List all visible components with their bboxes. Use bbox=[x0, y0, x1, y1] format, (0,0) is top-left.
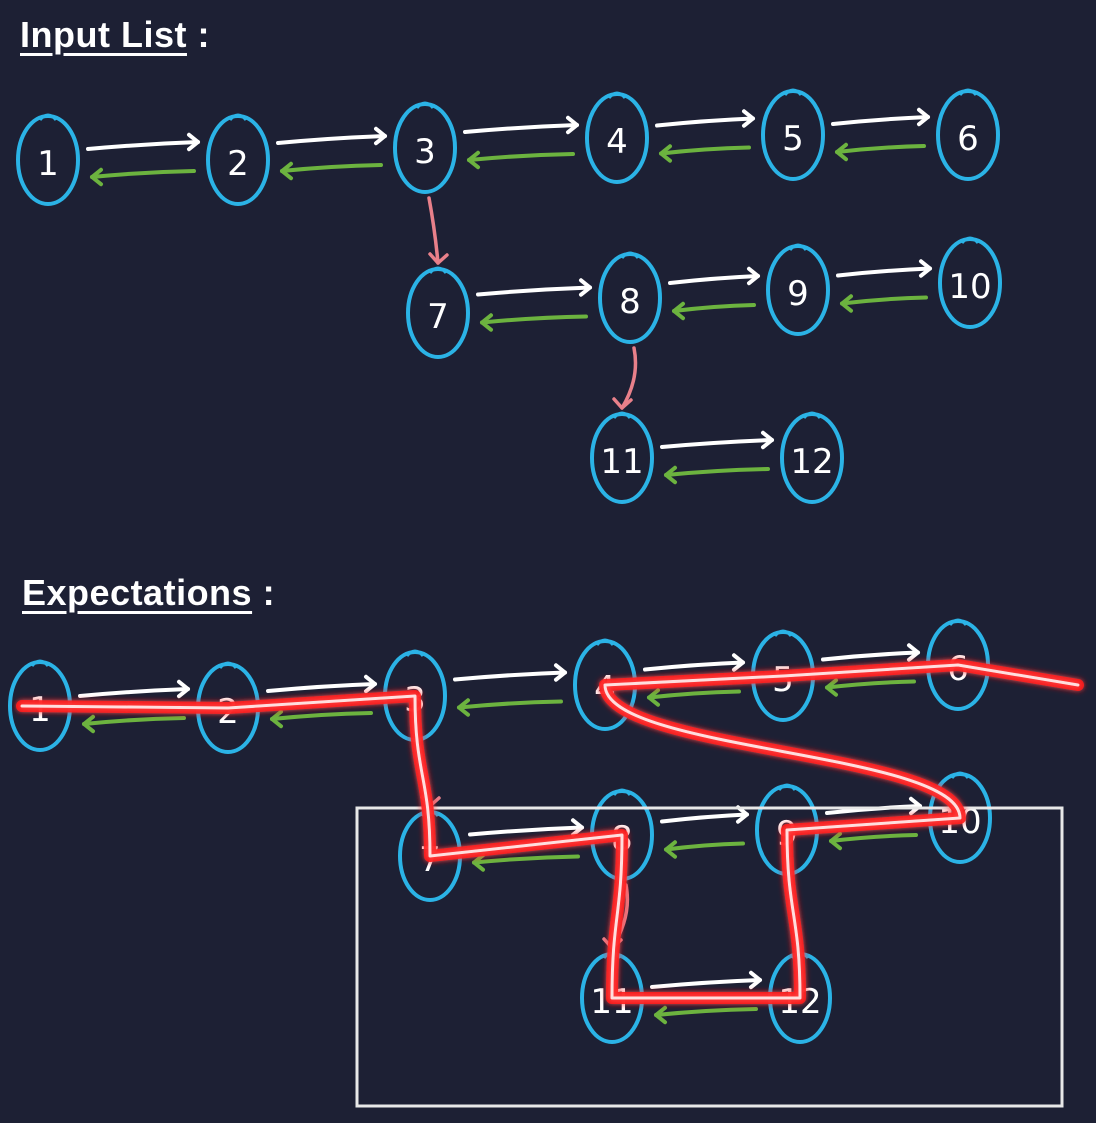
input-next-arrow-4-5 bbox=[655, 116, 755, 128]
expect-next-arrow-7-8 bbox=[468, 825, 584, 837]
input-next-arrow-7-8 bbox=[476, 285, 592, 297]
expect-prev-arrow-10-9 bbox=[829, 833, 918, 843]
expect-next-arrow-3-4 bbox=[453, 670, 567, 682]
expect-prev-arrow-2-1 bbox=[82, 716, 186, 726]
input-link-4-5 bbox=[655, 109, 755, 163]
input-node-7: 7 bbox=[406, 266, 470, 359]
expect-prev-arrow-3-2 bbox=[270, 711, 373, 721]
input-list-title: Input List bbox=[20, 14, 187, 55]
input-node-4: 4 bbox=[585, 91, 649, 184]
input-prev-arrow-2-1 bbox=[90, 169, 196, 179]
input-node-11: 11 bbox=[590, 411, 654, 504]
input-node-3: 3 bbox=[393, 101, 457, 194]
input-next-arrow-9-10 bbox=[836, 266, 932, 278]
expect-prev-arrow-9-8 bbox=[664, 841, 745, 852]
input-child-arrow-3-7 bbox=[427, 196, 449, 265]
input-prev-arrow-4-3 bbox=[467, 152, 575, 162]
expect-next-arrow-2-3 bbox=[266, 682, 377, 693]
input-node-9: 9 bbox=[766, 243, 830, 336]
input-link-11-12 bbox=[660, 430, 774, 485]
input-node-6: 6 bbox=[936, 88, 1000, 181]
expectations-title: Expectations bbox=[22, 572, 253, 613]
flatten-order-path bbox=[16, 659, 1084, 1004]
input-prev-arrow-5-4 bbox=[659, 145, 751, 156]
input-next-arrow-5-6 bbox=[831, 115, 930, 126]
expect-prev-arrow-12-11 bbox=[654, 1007, 758, 1017]
highlight-box-layer bbox=[355, 806, 1064, 1108]
expect-next-arrow-4-5 bbox=[643, 660, 745, 672]
expectations-heading: Expectations : bbox=[22, 572, 275, 614]
input-node-label-10: 10 bbox=[948, 267, 991, 307]
input-prev-arrow-9-8 bbox=[672, 303, 756, 313]
input-next-arrow-3-4 bbox=[463, 123, 579, 134]
input-child-arrow-8-11 bbox=[612, 346, 638, 410]
input-prev-arrow-3-2 bbox=[280, 163, 383, 173]
expect-next-arrow-8-9 bbox=[660, 812, 749, 824]
flatten-path-layer bbox=[16, 659, 1084, 1004]
input-next-arrow-8-9 bbox=[668, 274, 760, 285]
input-link-5-6 bbox=[831, 107, 930, 162]
input-list-colon: : bbox=[197, 14, 210, 55]
input-next-arrow-11-12 bbox=[660, 438, 774, 449]
expect-link-4-5 bbox=[643, 653, 745, 707]
input-link-7-8 bbox=[476, 278, 592, 332]
input-node-1: 1 bbox=[16, 113, 80, 206]
input-node-2: 2 bbox=[206, 113, 270, 206]
input-node-label-4: 4 bbox=[606, 122, 628, 162]
expect-next-arrow-11-12 bbox=[650, 978, 762, 989]
input-prev-arrow-8-7 bbox=[480, 314, 588, 325]
expect-prev-arrow-4-3 bbox=[457, 699, 563, 710]
expectations-colon: : bbox=[262, 572, 276, 613]
input-node-10: 10 bbox=[938, 236, 1002, 329]
input-node-label-6: 6 bbox=[957, 119, 979, 159]
expect-next-arrow-1-2 bbox=[78, 687, 190, 698]
expect-prev-arrow-6-5 bbox=[825, 679, 916, 690]
expect-prev-arrow-5-4 bbox=[647, 689, 741, 700]
input-link-1-2 bbox=[86, 132, 200, 187]
input-list-heading: Input List : bbox=[20, 14, 210, 56]
input-link-9-10 bbox=[836, 259, 932, 313]
input-node-label-7: 7 bbox=[427, 297, 449, 337]
input-node-8: 8 bbox=[598, 251, 662, 344]
expect-next-arrow-5-6 bbox=[821, 650, 920, 662]
input-node-label-9: 9 bbox=[787, 274, 809, 314]
input-node-label-8: 8 bbox=[619, 282, 641, 322]
expect-link-8-9 bbox=[660, 805, 749, 859]
input-next-arrow-1-2 bbox=[86, 140, 200, 151]
input-prev-arrow-10-9 bbox=[840, 295, 928, 306]
input-node-label-12: 12 bbox=[790, 442, 833, 482]
input-node-5: 5 bbox=[761, 88, 825, 181]
expect-link-7-8 bbox=[468, 818, 584, 872]
expect-link-1-2 bbox=[78, 679, 190, 734]
expect-prev-arrow-8-7 bbox=[472, 854, 580, 865]
input-link-8-9 bbox=[668, 266, 760, 321]
input-prev-arrow-12-11 bbox=[664, 467, 770, 477]
input-node-label-11: 11 bbox=[600, 442, 643, 482]
input-node-label-3: 3 bbox=[414, 132, 436, 172]
input-prev-arrow-6-5 bbox=[835, 144, 926, 154]
expect-link-2-3 bbox=[266, 674, 377, 729]
expect-link-11-12 bbox=[650, 970, 762, 1025]
input-link-3-4 bbox=[463, 115, 579, 170]
input-node-label-1: 1 bbox=[37, 144, 59, 184]
input-node-12: 12 bbox=[780, 411, 844, 504]
input-link-2-3 bbox=[276, 126, 387, 181]
child-section-highlight-box bbox=[355, 806, 1064, 1108]
input-node-label-5: 5 bbox=[782, 119, 804, 159]
input-next-arrow-2-3 bbox=[276, 134, 387, 145]
expect-link-5-6 bbox=[821, 643, 920, 697]
input-node-label-2: 2 bbox=[227, 144, 249, 184]
expect-link-3-4 bbox=[453, 663, 567, 717]
